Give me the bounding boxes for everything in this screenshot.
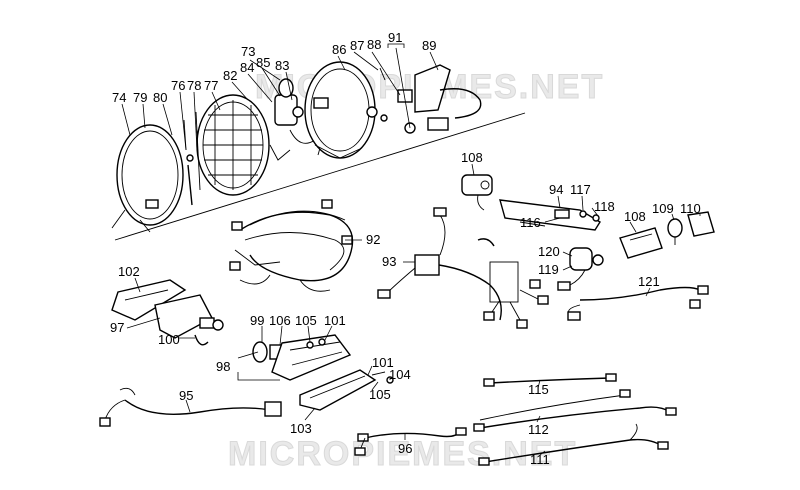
cable-96 xyxy=(354,427,467,456)
section-divider xyxy=(114,112,526,241)
callout-label: 98 xyxy=(216,359,230,374)
callout-label: 78 xyxy=(187,78,201,93)
callout-label: 101 xyxy=(324,313,346,328)
callout-label: 118 xyxy=(594,199,615,214)
callout-label: 80 xyxy=(153,90,167,105)
callout-label: 101 xyxy=(372,355,394,370)
callout-label: 89 xyxy=(422,38,436,53)
callout-label: 110 xyxy=(680,201,701,216)
callout-label: 84 xyxy=(240,60,254,75)
callout-label: 117 xyxy=(570,182,591,197)
callout-label: 92 xyxy=(366,232,380,247)
callout-label: 76 xyxy=(171,78,185,93)
indicator-lens xyxy=(687,211,715,237)
headlamp-lens xyxy=(196,94,270,196)
callout-label: 120 xyxy=(538,244,560,259)
rear-lamp-top xyxy=(461,174,493,211)
callout-label: 79 xyxy=(133,90,147,105)
callout-label: 83 xyxy=(275,58,289,73)
callout-label: 106 xyxy=(269,313,291,328)
callout-label: 111 xyxy=(530,452,550,467)
callout-label: 95 xyxy=(179,388,193,403)
callout-label: 115 xyxy=(528,382,549,397)
callout-label: 94 xyxy=(549,182,563,197)
bulb-holder xyxy=(269,78,322,161)
wiring-121 xyxy=(567,285,709,321)
leader-lines xyxy=(121,43,701,456)
callout-label: 82 xyxy=(223,68,237,83)
callout-label: 93 xyxy=(382,254,396,269)
cable-115 xyxy=(483,373,617,387)
callout-label: 96 xyxy=(398,441,412,456)
horn-unit xyxy=(557,247,604,291)
callout-labels: 73 74 79 80 76 78 77 82 84 85 83 86 87 8… xyxy=(110,30,701,467)
callout-label: 108 xyxy=(624,209,646,224)
callout-label: 88 xyxy=(367,37,381,52)
callout-label: 99 xyxy=(250,313,264,328)
callout-label: 112 xyxy=(528,422,549,437)
callout-label: 109 xyxy=(652,201,674,216)
callout-label: 102 xyxy=(118,264,140,279)
callout-label: 91 xyxy=(388,30,402,45)
callout-label: 119 xyxy=(538,262,559,277)
main-wiring-harness xyxy=(229,199,354,292)
callout-label: 86 xyxy=(332,42,346,57)
indicator-right xyxy=(619,227,663,259)
headlamp-bracket xyxy=(379,64,482,134)
wiring-95 xyxy=(99,387,282,427)
callout-label: 105 xyxy=(369,387,391,402)
callout-label: 105 xyxy=(295,313,317,328)
watermark-bottom: MICROPIEMES.NET xyxy=(228,435,577,473)
callout-label: 103 xyxy=(290,421,312,436)
callout-label: 97 xyxy=(110,320,124,335)
cable-111 xyxy=(478,423,669,466)
screws-small xyxy=(183,111,201,206)
number-plate-bracket xyxy=(499,199,601,231)
frame-wiring-harness xyxy=(377,207,549,329)
callout-label: 116 xyxy=(520,215,541,230)
cable-112 xyxy=(473,389,677,432)
headlamp-shell xyxy=(304,61,378,159)
callout-label: 100 xyxy=(158,332,180,347)
callout-label: 108 xyxy=(461,150,483,165)
callout-label: 104 xyxy=(389,367,411,382)
callout-label: 121 xyxy=(638,274,660,289)
callout-label: 73 xyxy=(241,44,255,59)
front-indicator-assembly xyxy=(111,279,224,346)
callout-label: 87 xyxy=(350,38,364,53)
callout-label: 74 xyxy=(112,90,126,105)
callout-label: 85 xyxy=(256,55,270,70)
callout-label: 77 xyxy=(204,78,218,93)
indicator-bulb xyxy=(667,218,683,245)
headlamp-rim xyxy=(111,124,184,233)
